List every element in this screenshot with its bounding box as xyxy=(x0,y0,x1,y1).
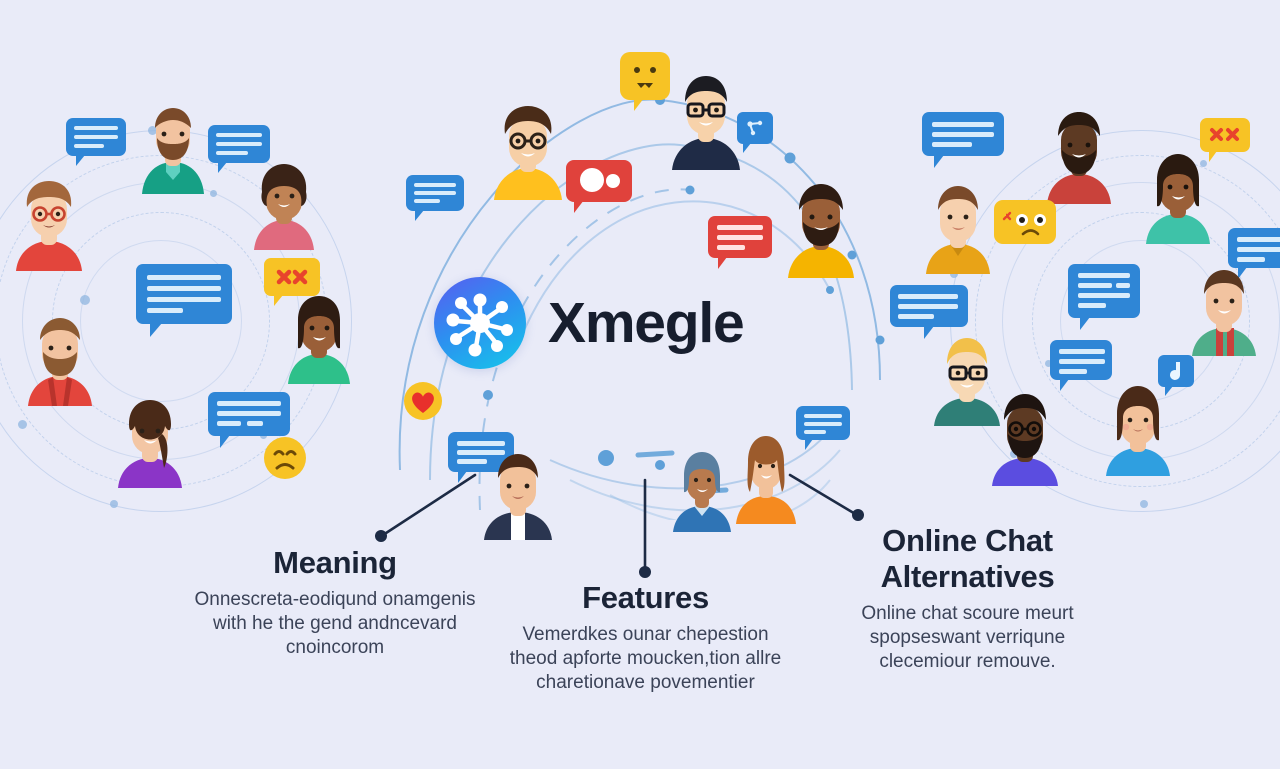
section-features: Features Vemerdkes ounar chepestion theo… xyxy=(498,580,793,695)
avatar-girl-purple-top xyxy=(112,392,188,488)
avatar-boy-glasses-navy xyxy=(664,70,748,170)
chat-bubble xyxy=(796,406,850,450)
chat-bubble xyxy=(208,125,270,173)
brand-name: Xmegle xyxy=(548,290,745,355)
section-features-title: Features xyxy=(582,580,709,615)
network-nodes-icon xyxy=(434,277,526,369)
chat-bubble-alert-emoji xyxy=(994,200,1056,244)
section-connectors xyxy=(375,473,864,578)
chat-bubble-large xyxy=(1068,264,1140,330)
chat-bubble-blocked xyxy=(1200,118,1250,162)
avatar-man-dark-jacket xyxy=(478,448,558,540)
avatar-man-plaid-shirt xyxy=(1186,262,1262,356)
avatar-blond-man-glasses xyxy=(928,330,1006,426)
chat-bubble-large xyxy=(136,264,232,337)
section-online-chat-alternatives: Online Chat Alternatives Online chat sco… xyxy=(830,523,1105,674)
chat-bubble-red-lines xyxy=(708,216,772,269)
chat-bubble xyxy=(922,112,1004,168)
avatar-bearded-man-red-shirt xyxy=(1040,106,1118,204)
section-alternatives-title: Online Chat Alternatives xyxy=(880,523,1055,594)
brand-lockup: Xmegle xyxy=(434,277,745,369)
chat-bubble-blocked xyxy=(264,258,320,306)
section-features-body: Vemerdkes ounar chepestion theod apforte… xyxy=(509,624,782,693)
emoji-sad-face xyxy=(264,437,306,479)
chat-bubble-red xyxy=(566,160,632,213)
avatar-woman-green-top xyxy=(282,290,356,384)
avatar-curly-boy-glasses-yellow xyxy=(486,100,570,200)
avatar-man-mustard-shirt xyxy=(920,178,996,274)
chat-bubble xyxy=(1228,228,1280,279)
avatar-woman-teal-top xyxy=(1140,148,1216,244)
chat-bubble xyxy=(1050,340,1112,391)
emoji-alert-bubble xyxy=(620,52,670,111)
emoji-heart xyxy=(404,382,442,420)
avatar-bearded-man-purple xyxy=(986,388,1064,486)
section-meaning-title: Meaning xyxy=(273,545,397,580)
section-alternatives-body: Online chat scoure meurt spopseswant ver… xyxy=(861,603,1074,672)
avatar-woman-orange-top xyxy=(730,428,802,524)
avatar-bearded-man-teal xyxy=(136,98,210,194)
section-meaning-body: Onnescreta-eodiqund onamgenis with he th… xyxy=(194,589,476,658)
chat-bubble xyxy=(208,392,290,448)
section-meaning: Meaning Onnescreta-eodiqund onamgenis wi… xyxy=(185,545,485,660)
avatar-bearded-man-yellow xyxy=(780,178,862,278)
avatar-bearded-man-suspenders xyxy=(22,310,98,406)
avatar-curly-man-glasses-red xyxy=(10,175,88,271)
chat-bubble xyxy=(406,175,464,221)
avatar-woman-blue-top xyxy=(1100,378,1176,476)
chat-bubble xyxy=(66,118,126,166)
avatar-curly-woman-pink xyxy=(248,158,320,250)
avatar-woman-blue-hood xyxy=(668,444,736,532)
chat-bubble-social-icon xyxy=(737,112,773,153)
chat-bubble xyxy=(890,285,968,339)
chat-bubble-music-icon xyxy=(1158,355,1194,396)
